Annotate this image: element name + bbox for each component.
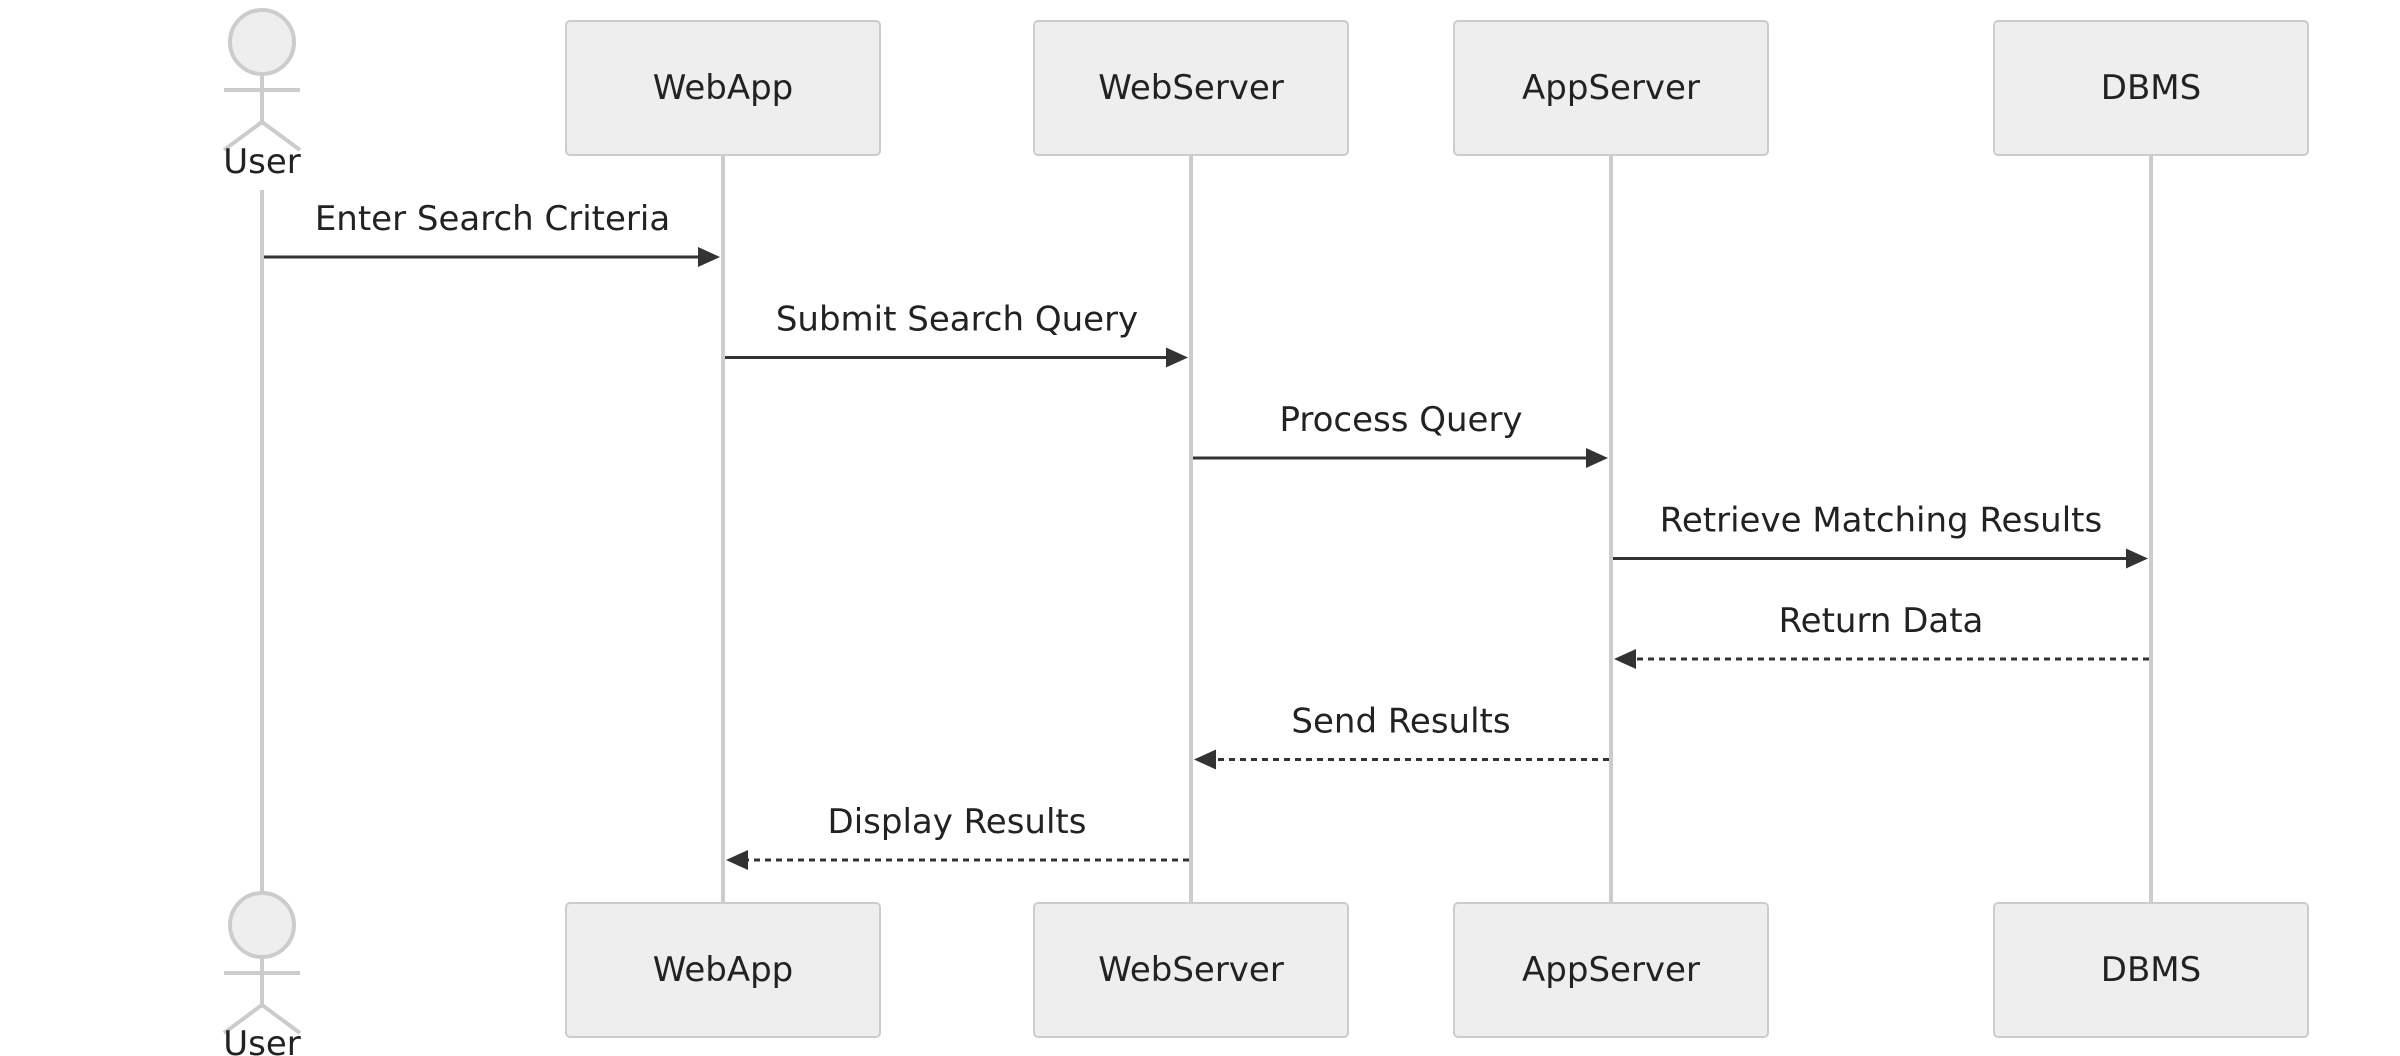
arrowhead-icon — [1614, 649, 1636, 669]
participant-box-rect — [1453, 20, 1769, 156]
participant-box-appserver-bottom: AppServer — [1453, 902, 1769, 1038]
participant-box-rect — [565, 20, 881, 156]
actor-leg-right — [260, 120, 302, 152]
participants-bottom: User WebApp WebServer AppServer DBMS — [222, 891, 2309, 1056]
message-4: Retrieve Matching Results — [1613, 501, 2148, 569]
participant-box-appserver-top: AppServer — [1453, 20, 1769, 156]
participant-label-appserver-bottom: AppServer — [1522, 950, 1700, 990]
participant-box-rect — [1993, 902, 2309, 1038]
participant-label-webapp-bottom: WebApp — [653, 950, 794, 990]
lifelines — [260, 155, 2153, 903]
participant-label-webapp-top: WebApp — [653, 68, 794, 108]
participant-label-webserver-top: WebServer — [1098, 68, 1284, 108]
arrowhead-icon — [2126, 548, 2148, 569]
actor-head-icon — [228, 891, 296, 959]
participant-box-rect — [1453, 902, 1769, 1038]
message-7: Display Results — [726, 802, 1189, 870]
message-label: Send Results — [1291, 702, 1510, 742]
participant-label-appserver-top: AppServer — [1522, 68, 1700, 108]
participant-box-rect — [565, 902, 881, 1038]
actor-figure-user-top — [222, 8, 302, 152]
participant-box-rect — [1033, 20, 1349, 156]
arrowhead-icon — [1586, 448, 1608, 468]
message-label: Retrieve Matching Results — [1660, 501, 2102, 541]
participant-box-webapp-top: WebApp — [565, 20, 881, 156]
message-label: Display Results — [828, 802, 1087, 842]
participant-label-dbms-bottom: DBMS — [2101, 950, 2201, 990]
participant-label-user-bottom: User — [223, 1024, 301, 1056]
arrowhead-icon — [1194, 749, 1216, 770]
participant-label-dbms-top: DBMS — [2101, 68, 2201, 108]
message-label: Process Query — [1279, 400, 1522, 440]
participant-label-user-top: User — [223, 142, 301, 182]
arrowhead-icon — [698, 247, 720, 267]
participants-top: User WebApp WebServer AppServer DBMS — [222, 8, 2309, 182]
actor-figure-user-bottom — [222, 891, 302, 1035]
actor-leg-left — [222, 1003, 264, 1035]
message-6: Send Results — [1194, 702, 1609, 770]
message-label: Enter Search Criteria — [315, 199, 670, 239]
actor-leg-left — [222, 120, 264, 152]
participant-label-webserver-bottom: WebServer — [1098, 950, 1284, 990]
message-label: Submit Search Query — [776, 300, 1138, 340]
message-3: Process Query — [1193, 400, 1608, 468]
participant-box-dbms-top: DBMS — [1993, 20, 2309, 156]
actor-head-icon — [228, 8, 296, 76]
participant-box-webapp-bottom: WebApp — [565, 902, 881, 1038]
message-label: Return Data — [1779, 601, 1984, 641]
participant-box-rect — [1993, 20, 2309, 156]
message-1: Enter Search Criteria — [264, 199, 720, 267]
arrowhead-icon — [726, 850, 748, 870]
actor-leg-right — [260, 1003, 302, 1035]
message-2: Submit Search Query — [725, 300, 1188, 368]
participant-box-webserver-top: WebServer — [1033, 20, 1349, 156]
message-5: Return Data — [1614, 601, 2149, 669]
participant-box-dbms-bottom: DBMS — [1993, 902, 2309, 1038]
participant-box-webserver-bottom: WebServer — [1033, 902, 1349, 1038]
participant-box-rect — [1033, 902, 1349, 1038]
arrowhead-icon — [1166, 347, 1188, 368]
